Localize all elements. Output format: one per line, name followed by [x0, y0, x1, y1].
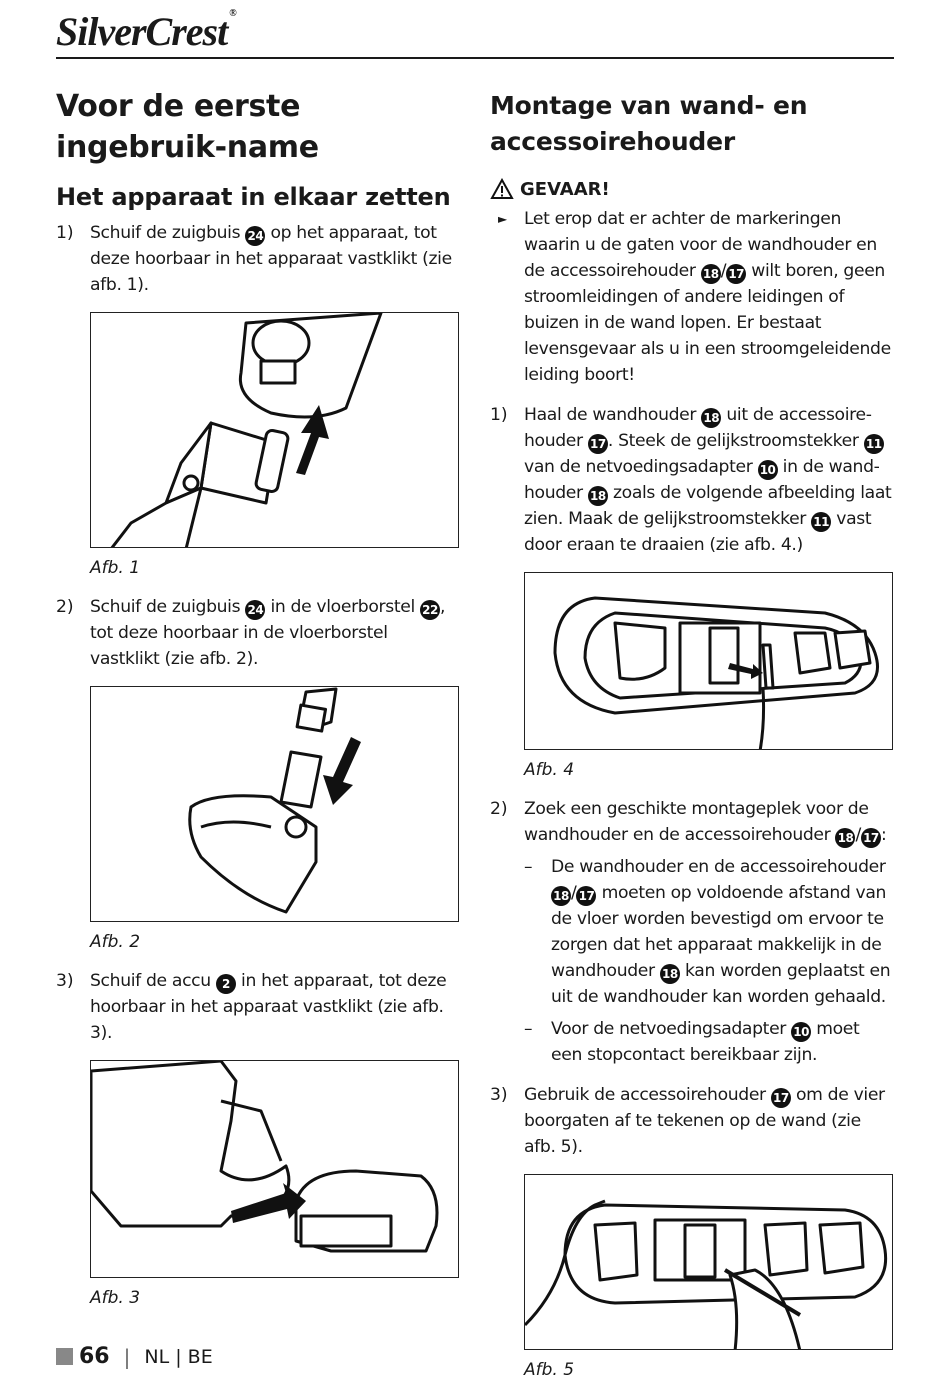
- page-title: Voor de eerste ingebruik-name: [56, 89, 319, 165]
- figure-5-caption: Afb. 5: [524, 1360, 575, 1375]
- figure-2-image: [90, 686, 459, 922]
- danger-note: ► Let erop dat er achter de markeringen …: [490, 206, 895, 388]
- left-column: Voor de eerste ingebruik-name Het appara…: [56, 86, 461, 1308]
- assembly-step-1: 1) Schuif de zuigbuis 24 op het apparaat…: [56, 223, 452, 295]
- part-number-badge: 22: [420, 600, 440, 620]
- part-number-badge: 24: [245, 226, 266, 246]
- language-code: NL | BE: [144, 1345, 213, 1368]
- mount-step-1: 1) Haal de wandhouder 18 uit de accessoi…: [490, 405, 892, 555]
- section-title-mounting: Montage van wand- en accessoirehouder: [490, 91, 808, 156]
- assembly-step-3: 3) Schuif de accu 2 in het apparaat, tot…: [56, 971, 447, 1043]
- figure-2-caption: Afb. 2: [90, 932, 141, 952]
- figure-4-image: [524, 572, 893, 750]
- page-marker-square: [56, 1348, 73, 1365]
- footer-divider: |: [123, 1344, 131, 1369]
- right-column: Montage van wand- en accessoirehouder GE…: [490, 86, 895, 1375]
- arrow-bullet-icon: ►: [498, 212, 508, 226]
- header-rule: [56, 57, 894, 59]
- figure-3-image: [90, 1060, 459, 1278]
- assembly-step-2: 2) Schuif de zuigbuis 24 in de vloerbors…: [56, 597, 446, 669]
- section-title: Het apparaat in elkaar zetten: [56, 183, 451, 211]
- mount-note-socket: – Voor de netvoedingsadapter 10 moet een…: [524, 1019, 860, 1065]
- figure-1-caption: Afb. 1: [90, 558, 141, 578]
- figure-5-image: [524, 1174, 893, 1350]
- warning-triangle-icon: [490, 178, 514, 199]
- mount-step-2: 2) Zoek een geschikte montageplek voor d…: [490, 796, 895, 848]
- figure-3-caption: Afb. 3: [90, 1288, 141, 1308]
- mount-note-distance: – De wandhouder en de accessoirehouder 1…: [524, 857, 891, 1007]
- page-footer: 66 | NL | BE: [56, 1344, 213, 1369]
- mount-step-3: 3) Gebruik de accessoirehouder 17 om de …: [490, 1085, 885, 1157]
- figure-4-caption: Afb. 4: [524, 760, 575, 780]
- part-number-badge: 2: [215, 974, 236, 994]
- figure-1-image: [90, 312, 459, 548]
- page-number: 66: [79, 1344, 110, 1369]
- danger-heading: GEVAAR!: [490, 178, 895, 200]
- part-number-badge: 24: [245, 600, 266, 620]
- brand-logo: SilverCrest®: [56, 8, 237, 54]
